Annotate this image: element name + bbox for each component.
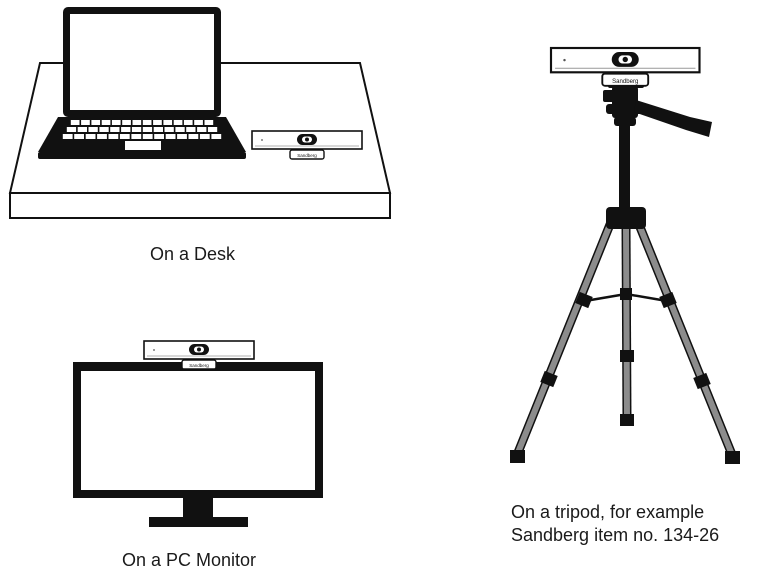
laptop-key — [164, 127, 174, 132]
laptop-key — [188, 134, 199, 139]
laptop-key — [81, 120, 90, 125]
monitor-illustration: Sandberg — [73, 340, 323, 527]
laptop-key — [111, 120, 121, 125]
tripod-feet — [510, 450, 740, 464]
laptop-key — [88, 127, 98, 132]
laptop-key — [131, 127, 142, 132]
laptop-key — [97, 134, 107, 139]
laptop-key — [108, 134, 119, 139]
laptop-key — [207, 127, 218, 132]
laptop-key — [165, 134, 176, 139]
laptop — [38, 7, 246, 159]
laptop-key — [194, 120, 203, 125]
laptop-key — [66, 127, 77, 132]
laptop-key — [142, 134, 153, 139]
tripod-leg-clamps — [540, 291, 711, 426]
laptop-key — [186, 127, 196, 132]
laptop-key — [99, 127, 109, 132]
laptop-key — [142, 127, 153, 132]
webcam-brand-logo: Sandberg — [612, 79, 638, 85]
laptop-key — [101, 120, 111, 125]
tripod-pan-handle — [634, 100, 712, 137]
monitor-neck — [183, 498, 213, 517]
laptop-key — [173, 120, 183, 125]
laptop-key — [110, 127, 120, 132]
webcam-on-monitor: Sandberg — [143, 340, 255, 370]
monitor-foot — [149, 517, 248, 527]
laptop-key — [132, 120, 142, 125]
tripod-pan-head — [603, 86, 642, 126]
laptop-key — [163, 120, 173, 125]
caption-on-tripod: On a tripod, for example Sandberg item n… — [511, 501, 719, 547]
laptop-key — [62, 134, 73, 139]
caption-on-desk: On a Desk — [150, 244, 236, 264]
caption-on-pc-monitor: On a PC Monitor — [122, 550, 257, 570]
laptop-key — [211, 134, 222, 139]
laptop-key — [119, 134, 130, 139]
tripod-center-column — [619, 115, 630, 209]
laptop-key — [153, 120, 162, 125]
laptop-key — [77, 127, 87, 132]
laptop-key — [197, 127, 207, 132]
caption-on-tripod-line2: Sandberg item no. 134-26 — [511, 525, 720, 545]
laptop-key — [204, 120, 214, 125]
laptop-key — [177, 134, 187, 139]
laptop-key — [121, 127, 131, 132]
laptop-touchpad — [125, 141, 161, 150]
webcam-on-tripod: Sandberg — [549, 46, 701, 87]
laptop-key — [91, 120, 101, 125]
laptop-key — [154, 134, 164, 139]
tripod-illustration: Sandberg — [510, 46, 740, 464]
laptop-key — [70, 120, 80, 125]
tripod-legs — [512, 217, 738, 462]
webcam-brand-logo: Sandberg — [189, 363, 209, 368]
laptop-key — [153, 127, 163, 132]
laptop-front-edge — [38, 152, 246, 159]
laptop-key — [131, 134, 142, 139]
laptop-key — [183, 120, 193, 125]
laptop-key — [142, 120, 152, 125]
monitor-screen — [81, 371, 315, 490]
laptop-key — [85, 134, 96, 139]
laptop-key — [74, 134, 84, 139]
tripod-crown — [606, 207, 646, 229]
laptop-base — [38, 117, 246, 152]
laptop-key — [199, 134, 210, 139]
laptop-keyboard — [62, 120, 222, 139]
laptop-key — [175, 127, 185, 132]
webcam-on-desk: Sandberg — [251, 130, 363, 160]
desk-illustration: Sandberg — [8, 7, 392, 219]
laptop-screen — [70, 14, 214, 110]
caption-on-tripod-line1: On a tripod, for example — [511, 502, 705, 522]
webcam-brand-logo: Sandberg — [297, 153, 317, 158]
tripod-spreader — [584, 288, 668, 303]
desk-front-edge — [9, 192, 391, 219]
laptop-key — [122, 120, 131, 125]
